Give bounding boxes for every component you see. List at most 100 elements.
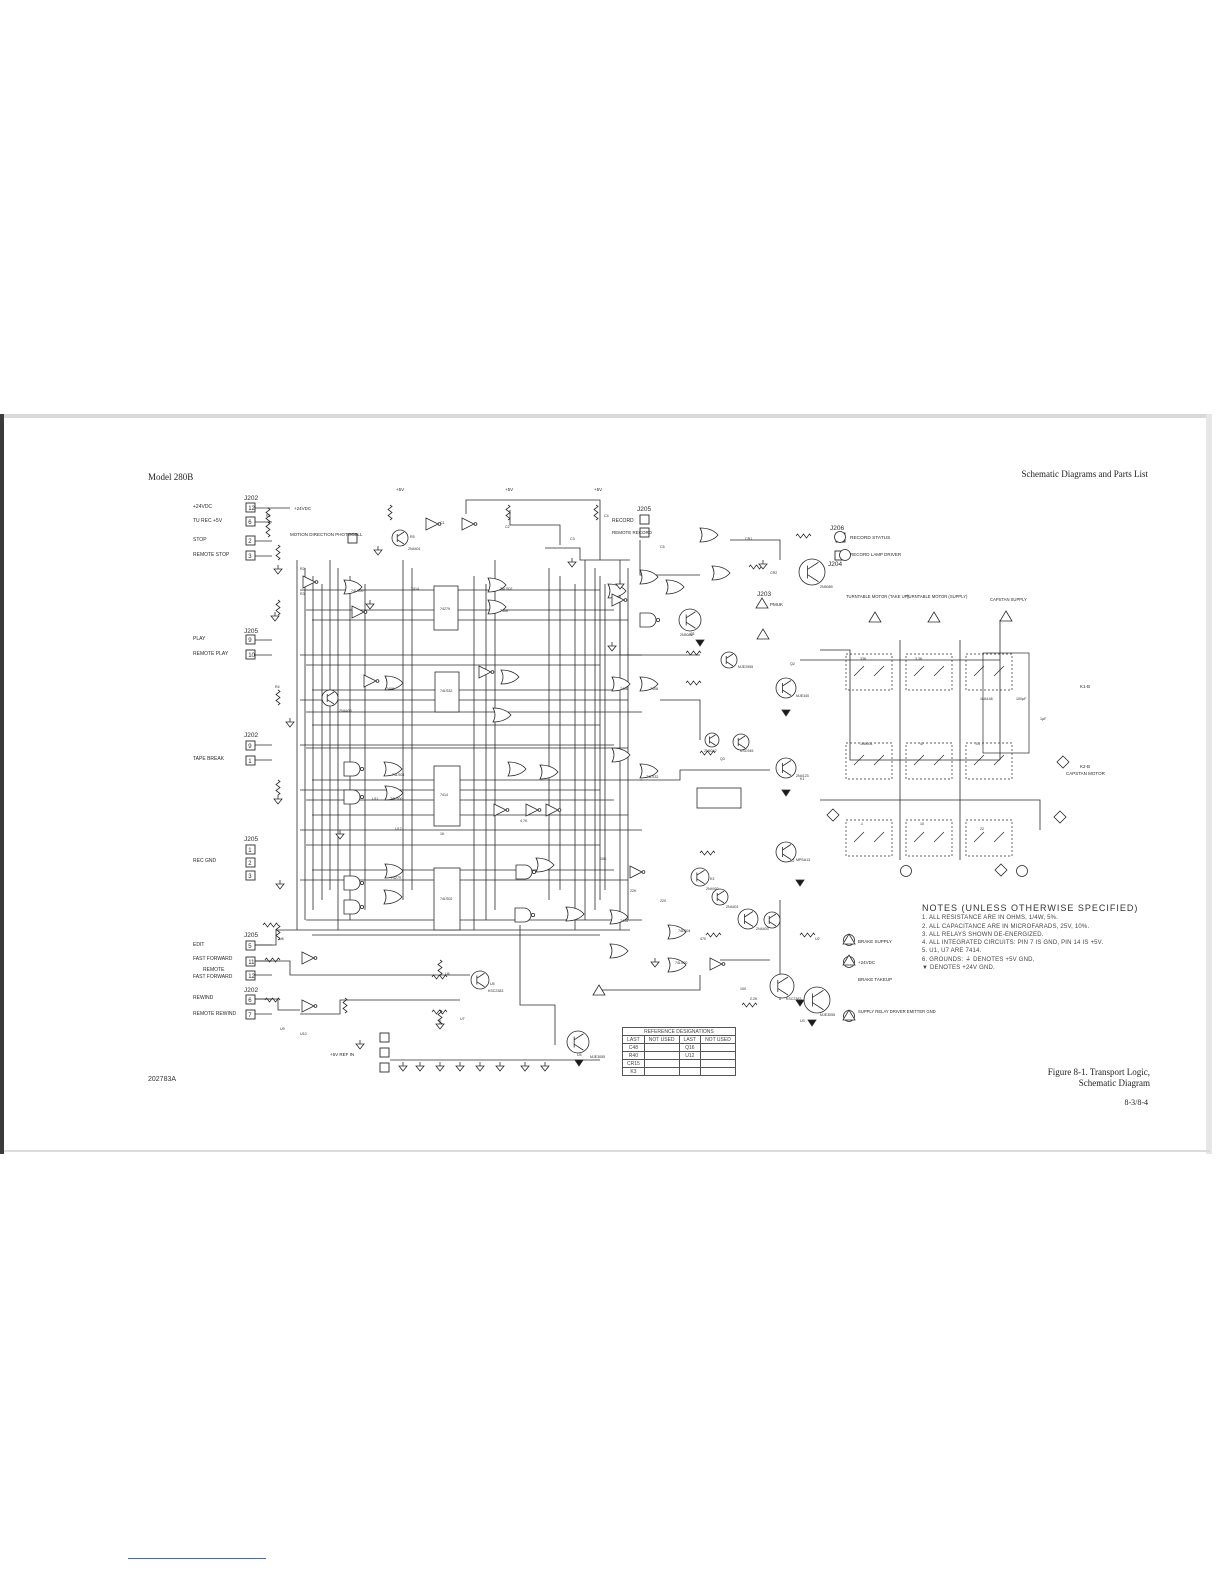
pin-number: 12 [248, 506, 255, 512]
footer-link-underline[interactable] [128, 1558, 266, 1559]
transistor [775, 757, 797, 779]
or-gate [384, 785, 404, 801]
ref-cell: K3 [622, 1067, 645, 1076]
transistor-emitter [782, 769, 792, 776]
ref-cell [643, 1059, 680, 1068]
transistor-collector [768, 913, 777, 919]
gate-bubble [721, 962, 726, 966]
resistor [437, 959, 443, 976]
pin-label: +24VDC [193, 504, 212, 510]
or-gate [539, 764, 559, 780]
resistor [387, 504, 393, 521]
component-value: U2 [815, 937, 820, 941]
transistor-label: 2N4403 [339, 709, 352, 713]
transistor-emitter [476, 981, 485, 988]
ground-symbol [520, 1065, 530, 1072]
transistor-label: 2N4401 [726, 905, 739, 909]
component-value: U12 [395, 827, 402, 831]
signal-label: RECORD STATUS [850, 535, 890, 541]
ref-col-header: NOT USED [700, 1035, 736, 1044]
ground-symbol [273, 568, 283, 575]
buffer-gate [301, 999, 315, 1013]
connector-header: J202 [244, 732, 258, 739]
transistor-emitter [812, 1002, 824, 1011]
wire [619, 600, 700, 656]
ground-24v [795, 999, 805, 1007]
connector-header: J203 [757, 591, 771, 598]
buffer-gate [709, 957, 723, 971]
pin-number: 5 [248, 944, 252, 950]
connector-pin [245, 740, 256, 751]
scan-edge [4, 414, 1210, 418]
component-value: 47 [920, 742, 924, 746]
connector-diamond [826, 808, 840, 822]
signal-label: BRAKE SUPPLY [858, 939, 892, 944]
component-value: 33K [860, 657, 867, 661]
transistor-collector [725, 653, 734, 659]
transistor-emitter [777, 988, 789, 996]
pin-number: 9 [248, 638, 252, 644]
pin-label: PLAY [193, 636, 206, 642]
signal-label: RECORD LAMP DRIVER [850, 552, 902, 557]
pin-label: TAPE BREAK [193, 756, 225, 762]
wire [255, 998, 300, 1011]
wire [639, 540, 700, 576]
pin-number: 7 [248, 1013, 252, 1019]
transistor [711, 888, 729, 906]
gate-bubble [537, 808, 542, 812]
supply-label: +5V [505, 487, 513, 492]
gate-bubble [531, 913, 536, 918]
or-gate [609, 943, 629, 959]
resistor [699, 850, 716, 856]
buffer-gate [302, 575, 316, 589]
component-value: 1N4001 [860, 742, 873, 746]
transistor-label: MJE3055 [820, 1013, 835, 1017]
notes-item: ▼ DENOTES +24V GND. [922, 965, 995, 972]
transistor-label: MPSA13 [796, 858, 810, 862]
ground-symbol [435, 1023, 445, 1030]
buffer-gate [351, 605, 365, 619]
resistor [431, 974, 448, 980]
or-gate [665, 579, 685, 595]
connector-pin [245, 535, 256, 546]
connector-pin [245, 649, 256, 660]
signal-label: RECORD [612, 518, 634, 524]
resistor [275, 599, 281, 616]
notes-item: 2. ALL CAPACITANCE ARE IN MICROFARADS, 2… [922, 923, 1090, 930]
connector-triangle [592, 984, 606, 996]
wire [255, 960, 470, 976]
buffer-gate [301, 951, 315, 965]
ground-symbol [495, 1065, 505, 1072]
ground-symbol [365, 603, 375, 610]
integrated-circuit [696, 787, 742, 809]
component-value: 10 [920, 822, 924, 826]
buffer-gate [629, 865, 643, 879]
table-row: R40 U12 [622, 1051, 736, 1060]
component-value: 1µF [1040, 717, 1047, 721]
ic-label: 7414 [440, 793, 448, 797]
section-header: Schematic Diagrams and Parts List [1021, 469, 1148, 479]
gate-bubble [313, 956, 318, 960]
ic-label: 74LS04 [678, 929, 690, 933]
page-number: 8-3/8-4 [1124, 1098, 1148, 1107]
resistor [685, 650, 702, 656]
or-gate [609, 909, 629, 925]
transistor [566, 1030, 590, 1054]
signal-label: REMOTE RECORD [612, 530, 653, 535]
resistor [431, 1009, 448, 1015]
ground-24v [807, 1019, 817, 1027]
connector-pin [245, 940, 256, 951]
transistor-collector [807, 561, 819, 570]
resistor [705, 932, 722, 938]
relay-contact [913, 665, 925, 677]
component-value: K1 [800, 777, 804, 781]
component-value: 470 [700, 937, 706, 941]
or-gate [639, 676, 659, 692]
connector-header: J205 [637, 506, 651, 513]
connector-pin [245, 550, 256, 561]
transistor-collector [737, 735, 746, 741]
connector-pin [245, 516, 256, 527]
transistor [775, 841, 797, 863]
gate-bubble [641, 870, 646, 874]
or-gate [507, 761, 527, 777]
